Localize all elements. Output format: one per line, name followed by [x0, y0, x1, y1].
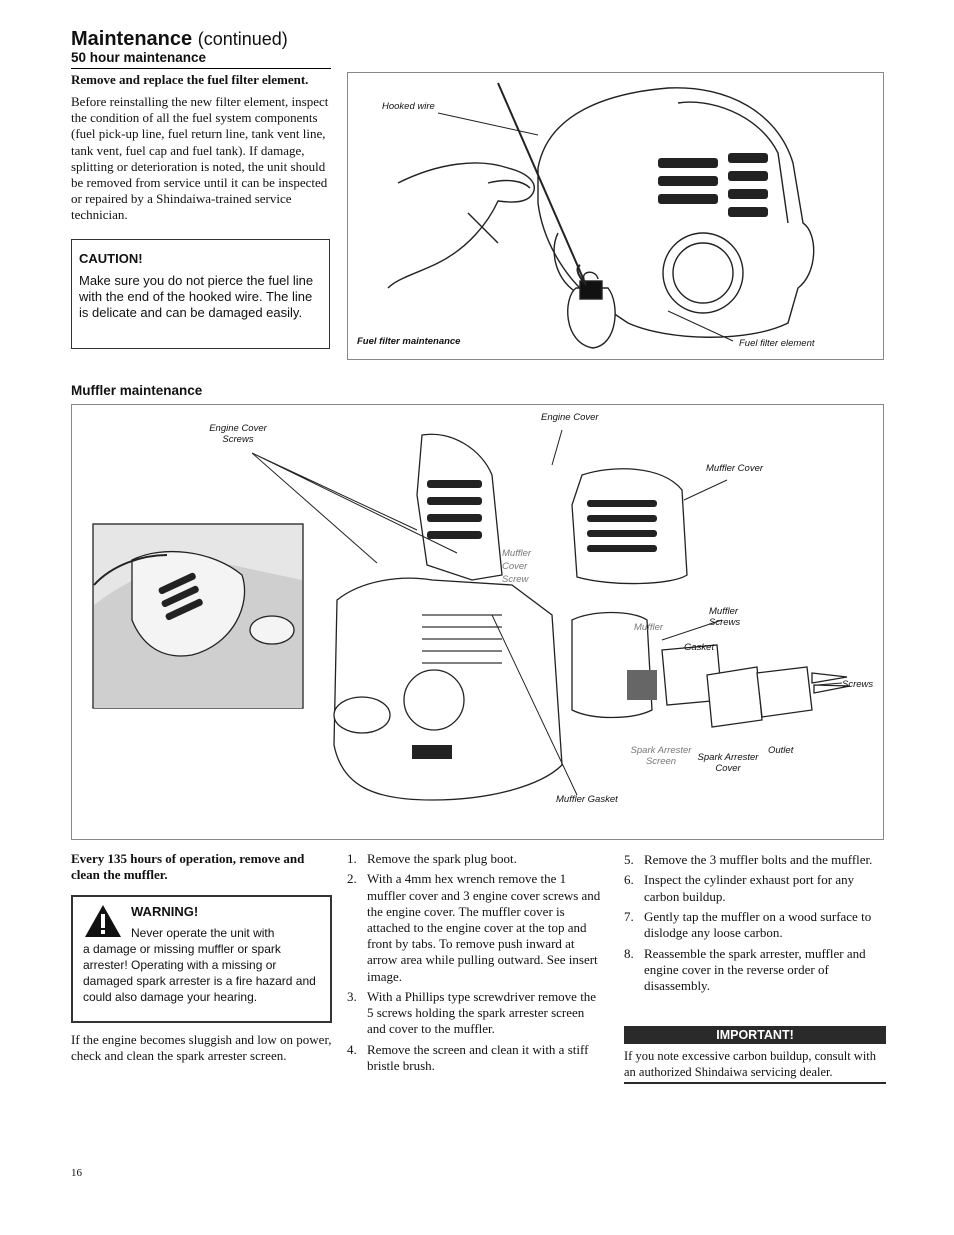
- figure-caption: Fuel filter maintenance: [357, 336, 461, 347]
- label-fuel-filter-element: Fuel filter element: [739, 338, 815, 349]
- muffler-figure: Engine Cover Screws Engine Cover Muffler…: [71, 404, 884, 840]
- fuel-filter-heading: Remove and replace the fuel filter eleme…: [71, 72, 309, 87]
- important-text: If you note excessive carbon buildup, co…: [624, 1049, 877, 1079]
- label-muffler-cover-screw: Muffler Cover Screw: [502, 548, 532, 585]
- warning-text-2: a damage or missing muffler or spark arr…: [83, 942, 316, 1004]
- label-engine-cover: Engine Cover: [541, 412, 599, 423]
- title-main: Maintenance: [71, 28, 193, 50]
- muffler-illustration: [92, 429, 851, 801]
- warning-text-1: Never operate the unit with: [131, 926, 275, 940]
- label-outlet: Outlet: [768, 745, 794, 756]
- label-hooked-wire: Hooked wire: [382, 101, 435, 112]
- caution-text: Make sure you do not pierce the fuel lin…: [79, 273, 314, 320]
- label-spark-arrester-screen: Spark Arrester Screen: [630, 745, 692, 767]
- important-title: IMPORTANT!: [624, 1026, 886, 1044]
- list-item: 3.With a Phillips type screwdriver remov…: [347, 989, 597, 1037]
- fuel-filter-illustration: [387, 82, 815, 349]
- page-number: 16: [71, 1167, 82, 1179]
- caution-title: CAUTION!: [79, 251, 143, 266]
- list-item: 4.Remove the screen and clean it with a …: [347, 1041, 589, 1073]
- caution-box: CAUTION! Make sure you do not pierce the…: [71, 239, 330, 349]
- label-screws: Screws: [842, 679, 874, 690]
- steps-list-2: 5.Remove the 3 muffler bolts and the muf…: [624, 852, 886, 998]
- warning-icon: [85, 905, 121, 937]
- steps-list-1: 1.Remove the spark plug boot. 2.With a 4…: [347, 851, 602, 1078]
- list-item: 6.Inspect the cylinder exhaust port for …: [624, 872, 855, 904]
- fuel-filter-figure: Hooked wire Fuel filter maintenance Fuel…: [347, 72, 884, 360]
- muffler-heading: Muffler maintenance: [71, 383, 203, 398]
- list-item: 2.With a 4mm hex wrench remove the 1 muf…: [347, 871, 601, 984]
- warning-box: WARNING! Never operate the unit with a d…: [71, 895, 332, 1023]
- label-gasket: Gasket: [684, 642, 715, 653]
- list-item: 5.Remove the 3 muffler bolts and the muf…: [624, 852, 873, 867]
- title-rule: [71, 68, 331, 69]
- label-muffler-gasket: Muffler Gasket: [556, 794, 618, 805]
- title-suffix: (continued): [197, 29, 288, 49]
- label-muffler: Muffler: [634, 622, 664, 633]
- label-spark-arrester-cover: Spark Arrester Cover: [697, 752, 759, 774]
- section-subtitle: 50 hour maintenance: [71, 50, 207, 65]
- important-rule: [624, 1082, 886, 1084]
- page-title: Maintenance (continued): [71, 28, 288, 51]
- warning-title: WARNING!: [131, 904, 199, 919]
- label-muffler-screws: Muffler Screws: [709, 606, 741, 628]
- muffler-intro: Every 135 hours of operation, remove and…: [71, 851, 305, 882]
- fuel-filter-body: Before reinstalling the new filter eleme…: [71, 94, 329, 223]
- list-item: 7.Gently tap the muffler on a wood surfa…: [624, 908, 872, 941]
- label-engine-cover-screws: Engine Cover Screws: [209, 423, 267, 445]
- muffler-footnote: If the engine becomes sluggish and low o…: [71, 1032, 332, 1064]
- list-item: 8.Reassemble the spark arrester, muffler…: [624, 945, 866, 993]
- list-item: 1.Remove the spark plug boot.: [347, 851, 517, 866]
- label-muffler-cover: Muffler Cover: [706, 463, 764, 474]
